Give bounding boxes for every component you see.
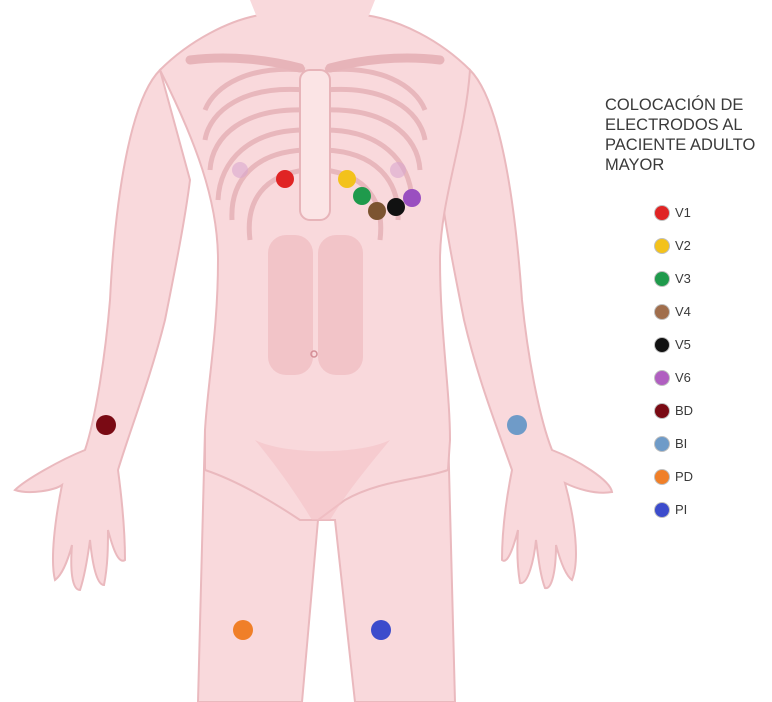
legend-label: V3 — [675, 271, 691, 286]
legend-swatch — [655, 272, 669, 286]
legend-title: COLOCACIÓN DE ELECTRODOS AL PACIENTE ADU… — [605, 95, 770, 175]
electrode-v2 — [338, 170, 356, 188]
legend-title-line: ELECTRODOS AL — [605, 115, 770, 135]
legend-item: V1 — [655, 196, 755, 229]
electrode-faded-right — [232, 162, 248, 178]
legend-swatch — [655, 371, 669, 385]
legend-item: V5 — [655, 328, 755, 361]
electrode-bi — [507, 415, 527, 435]
legend-label: PI — [675, 502, 687, 517]
right-arm — [15, 70, 190, 590]
legend-swatch — [655, 305, 669, 319]
electrode-v3 — [353, 187, 371, 205]
sternum — [300, 70, 330, 220]
legend-item: PD — [655, 460, 755, 493]
legend-swatch — [655, 437, 669, 451]
legend-label: PD — [675, 469, 693, 484]
legend-label: V1 — [675, 205, 691, 220]
legend-swatch — [655, 206, 669, 220]
legend-item: V4 — [655, 295, 755, 328]
legend-label: BI — [675, 436, 687, 451]
legend-item: PI — [655, 493, 755, 526]
legend-item: V2 — [655, 229, 755, 262]
legend-label: V6 — [675, 370, 691, 385]
legend-label: BD — [675, 403, 693, 418]
neck — [250, 0, 375, 25]
legend-label: V4 — [675, 304, 691, 319]
legend: V1 V2 V3 V4 V5 V6 BD BI PD PI — [655, 196, 755, 526]
legend-label: V2 — [675, 238, 691, 253]
electrode-v6 — [403, 189, 421, 207]
legend-swatch — [655, 338, 669, 352]
electrode-pd — [233, 620, 253, 640]
legend-label: V5 — [675, 337, 691, 352]
legend-title-line: MAYOR — [605, 155, 770, 175]
legend-swatch — [655, 239, 669, 253]
electrode-faded-left — [390, 162, 406, 178]
legend-item: BD — [655, 394, 755, 427]
electrode-v4 — [368, 202, 386, 220]
electrode-v5 — [387, 198, 405, 216]
legend-swatch — [655, 404, 669, 418]
electrode-v1 — [276, 170, 294, 188]
left-arm — [440, 70, 612, 588]
legend-title-line: PACIENTE ADULTO — [605, 135, 770, 155]
electrode-pi — [371, 620, 391, 640]
legend-item: V6 — [655, 361, 755, 394]
legend-title-line: COLOCACIÓN DE — [605, 95, 770, 115]
legend-item: V3 — [655, 262, 755, 295]
legend-swatch — [655, 503, 669, 517]
electrode-bd — [96, 415, 116, 435]
legend-item: BI — [655, 427, 755, 460]
legend-swatch — [655, 470, 669, 484]
